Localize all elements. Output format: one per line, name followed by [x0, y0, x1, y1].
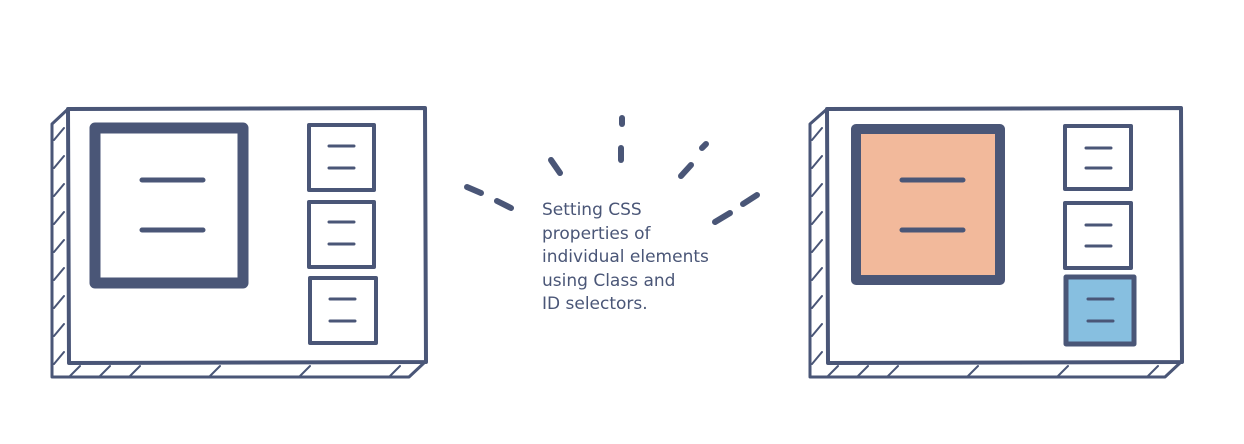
caption-text: Setting CSS properties of individual ele…: [542, 199, 772, 317]
large-box-before: [89, 122, 249, 289]
caption-line-5: ID selectors.: [542, 294, 648, 314]
small-box-3-before: [308, 276, 378, 345]
browser-window-before: [50, 106, 428, 379]
small-box-1-before: [307, 123, 376, 192]
caption-line-2: properties of: [542, 223, 651, 244]
caption-line-3: individual elements: [542, 247, 709, 267]
caption-line-4: using Class and: [542, 270, 676, 291]
burst-lines-icon: [464, 115, 760, 225]
caption-line-1: Setting CSS: [542, 200, 642, 220]
small-box-2-after: [1063, 201, 1133, 270]
large-box-after: [851, 124, 1005, 285]
small-box-1-after: [1063, 124, 1133, 191]
browser-window-after: [808, 106, 1184, 379]
small-box-3-after: [1063, 274, 1137, 347]
small-box-2-before: [307, 200, 376, 269]
